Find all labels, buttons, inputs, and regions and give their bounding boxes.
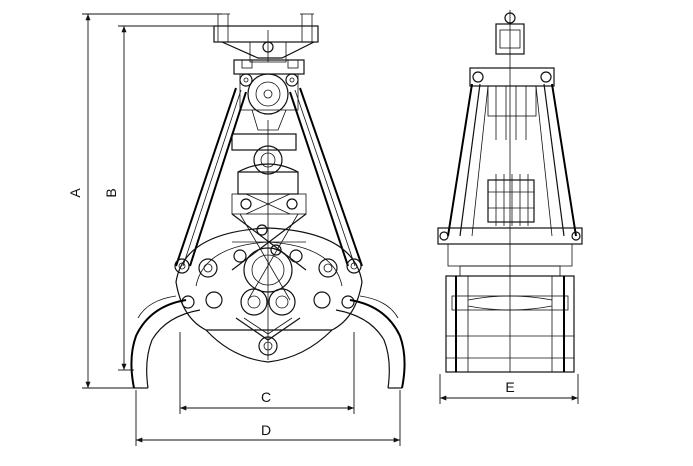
side-view (437, 10, 583, 373)
dimension-a (82, 13, 222, 389)
dimension-b (118, 25, 216, 371)
front-lower-hinge (181, 288, 355, 363)
front-left-tine (130, 295, 201, 389)
side-top-shackle (495, 10, 525, 372)
dimension-c-label: C (261, 389, 271, 405)
side-upper-crosshead (469, 67, 555, 140)
side-lower-frame (445, 275, 575, 373)
front-body-plate (175, 227, 363, 331)
front-view (130, 13, 406, 389)
dimension-a-label: A (67, 188, 83, 198)
dimension-d (135, 390, 401, 446)
side-frames (447, 83, 577, 237)
dimension-c (179, 332, 355, 414)
dimension-b-label: B (103, 188, 119, 197)
front-top-hanger (213, 13, 319, 63)
dimension-e-label: E (505, 379, 514, 395)
front-lattice-bracing (231, 213, 307, 301)
front-tie-rods (174, 87, 363, 274)
front-right-tine (335, 295, 406, 389)
dimension-lines (82, 13, 579, 446)
side-hydraulic-unit (487, 174, 535, 226)
dimension-e (439, 374, 579, 404)
front-central-column (231, 120, 307, 360)
dimension-d-label: D (261, 422, 271, 438)
